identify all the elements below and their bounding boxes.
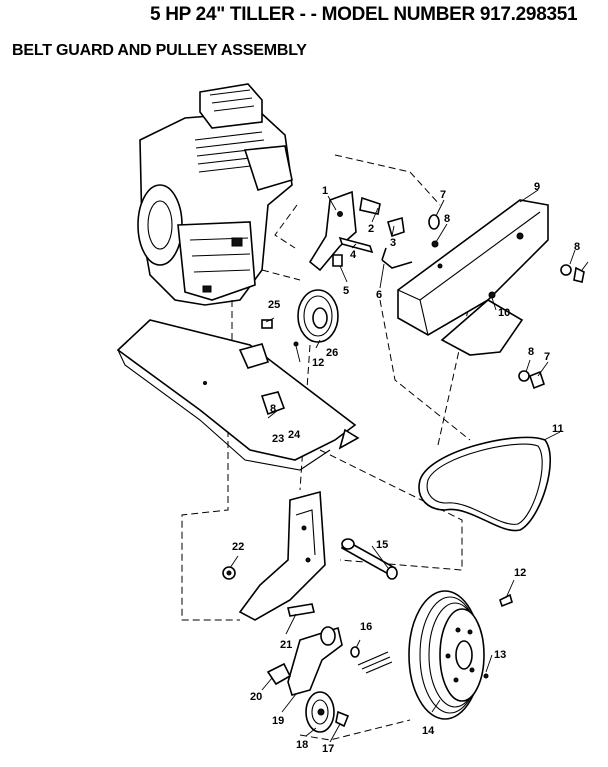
callout-11: 11 [552,423,564,435]
idler-assembly-part [266,603,393,733]
callout-10: 10 [498,307,510,319]
callout-12-upper: 12 [312,357,324,369]
callout-16: 16 [360,621,372,633]
callout-7-top: 7 [440,189,446,201]
callout-12-lower: 12 [514,567,526,579]
drive-belt-part [418,436,551,532]
callout-23: 23 [272,433,284,445]
callout-25: 25 [268,299,280,311]
engine-drawing [137,83,293,306]
callout-24: 24 [288,429,301,441]
lower-bracket-part [222,490,326,621]
callout-17: 17 [322,743,334,755]
callout-4: 4 [350,249,357,261]
callout-8-right: 8 [574,241,580,253]
upper-bracket-part [308,190,585,390]
callout-22: 22 [232,541,244,553]
callout-1: 1 [322,185,328,197]
callout-5: 5 [343,285,349,297]
callout-26: 26 [326,347,338,359]
callout-2: 2 [368,223,374,235]
callout-9: 9 [534,181,540,193]
callout-21: 21 [280,639,292,651]
callout-13: 13 [494,649,506,661]
callout-15: 15 [376,539,388,551]
callout-7-lower: 7 [544,351,550,363]
callout-8-frame: 8 [270,403,276,415]
shaft-part [341,538,398,580]
engine-pulley-part [261,289,339,347]
belt-guard-part [397,199,549,356]
callout-8-top: 8 [444,213,450,225]
callout-20: 20 [250,691,262,703]
diagram-title: 5 HP 24" TILLER - - MODEL NUMBER 917.298… [150,4,578,25]
leader-lines [229,189,589,743]
callout-6: 6 [376,289,382,301]
tiller-frame-part [116,319,360,471]
diagram-subtitle: BELT GUARD AND PULLEY ASSEMBLY [12,42,307,59]
callout-3: 3 [390,237,396,249]
callout-14: 14 [422,725,435,737]
callout-8-lower: 8 [528,346,534,358]
callout-19: 19 [272,715,284,727]
callout-18: 18 [296,739,308,751]
large-pulley-part [408,590,513,720]
part-callouts: 1 2 3 4 5 6 7 7 8 8 8 8 9 10 11 12 12 13… [232,181,580,755]
